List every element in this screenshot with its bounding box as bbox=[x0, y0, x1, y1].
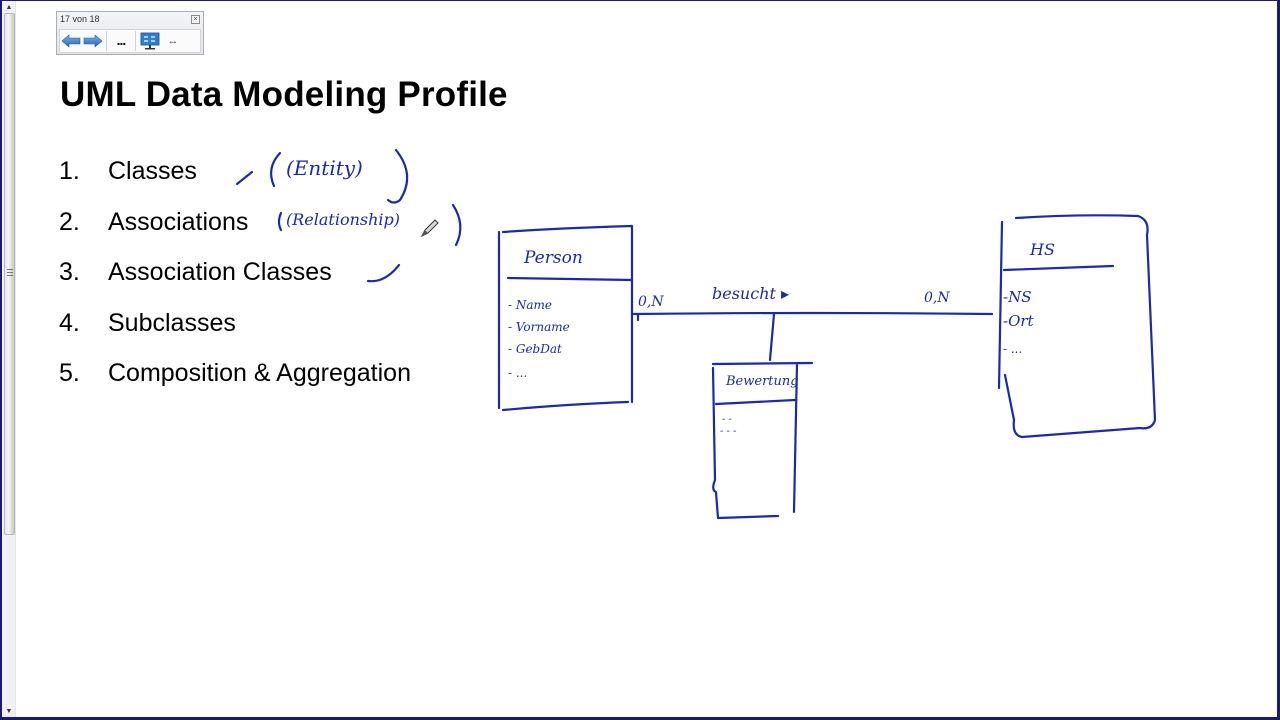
previous-slide-button[interactable] bbox=[60, 30, 82, 52]
item-number: 2. bbox=[59, 207, 80, 236]
arrow-left-icon bbox=[61, 34, 81, 48]
screen-button[interactable] bbox=[138, 30, 162, 52]
slide-title: UML Data Modeling Profile bbox=[60, 75, 508, 114]
vertical-scrollbar[interactable]: ▲ ▼ bbox=[2, 1, 16, 717]
item-label: Composition & Aggregation bbox=[108, 359, 411, 387]
list-item: 1. Classes bbox=[59, 157, 411, 208]
person-class-name: Person bbox=[524, 248, 583, 268]
hs-class-name: HS bbox=[1030, 240, 1055, 259]
hs-attribute: -Ort bbox=[1003, 312, 1034, 330]
list-item: 4. Subclasses bbox=[59, 309, 411, 360]
hs-attribute: - ... bbox=[1003, 342, 1023, 356]
separator bbox=[106, 31, 107, 51]
list-item: 5. Composition & Aggregation bbox=[59, 359, 411, 410]
multiplicity-left: 0,N bbox=[638, 294, 664, 310]
person-attribute: - Vorname bbox=[508, 320, 570, 334]
arrow-right-icon bbox=[83, 34, 103, 48]
monitor-icon bbox=[140, 32, 160, 50]
person-attribute: - ... bbox=[508, 366, 528, 380]
list-item: 3. Association Classes bbox=[59, 258, 411, 309]
association-label: besucht ▸ bbox=[712, 284, 790, 303]
item-number: 4. bbox=[59, 308, 80, 337]
hs-attribute: -NS bbox=[1003, 288, 1032, 306]
association-class-attribute: - - bbox=[722, 414, 732, 425]
item-number: 3. bbox=[59, 258, 80, 286]
item-label: Association Classes bbox=[108, 258, 332, 286]
item-label: Associations bbox=[108, 207, 249, 236]
pen-cursor-icon bbox=[420, 219, 439, 238]
relationship-note: (Relationship) bbox=[286, 210, 401, 229]
scroll-down-arrow-icon[interactable]: ▼ bbox=[5, 707, 13, 715]
more-options-button[interactable]: ... bbox=[116, 32, 127, 48]
resize-button[interactable]: ↔ bbox=[167, 35, 179, 47]
grip-icon bbox=[7, 269, 13, 277]
association-class-name: Bewertung bbox=[726, 374, 799, 389]
separator bbox=[135, 31, 136, 51]
slide-counter: 17 von 18 bbox=[60, 14, 100, 24]
association-class-attribute: - - - bbox=[720, 426, 737, 437]
item-number: 1. bbox=[59, 157, 80, 185]
multiplicity-right: 0,N bbox=[924, 290, 950, 306]
topic-list: 1. Classes 2. Associations 3. Association C… bbox=[59, 157, 411, 410]
item-label: Classes bbox=[108, 157, 197, 185]
scroll-up-arrow-icon[interactable]: ▲ bbox=[5, 3, 13, 11]
slide-navigation-panel: 17 von 18 × ... bbox=[56, 11, 204, 55]
item-number: 5. bbox=[59, 359, 80, 387]
item-label: Subclasses bbox=[108, 308, 236, 337]
person-attribute: - GebDat bbox=[508, 342, 562, 356]
navigation-buttons: ... ↔ bbox=[59, 29, 201, 53]
person-attribute: - Name bbox=[508, 298, 553, 312]
list-item: 2. Associations bbox=[59, 208, 411, 259]
next-slide-button[interactable] bbox=[82, 30, 104, 52]
scroll-thumb[interactable] bbox=[4, 13, 15, 535]
entity-note: (Entity) bbox=[286, 156, 363, 180]
close-icon[interactable]: × bbox=[191, 15, 200, 24]
